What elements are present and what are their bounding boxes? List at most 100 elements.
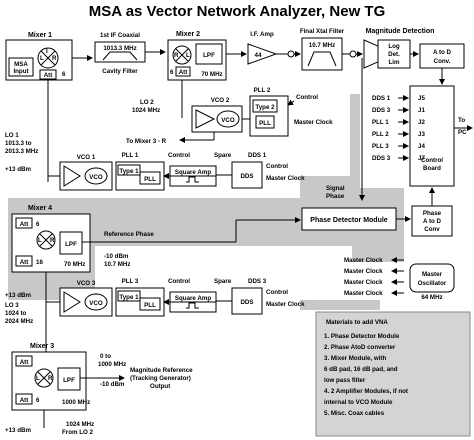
mixer4-port-l: L bbox=[38, 237, 42, 244]
if-amp-label: I.F. Amp bbox=[250, 31, 274, 38]
phase-atod-2: A to D bbox=[423, 218, 442, 225]
vco2-amp bbox=[195, 109, 216, 129]
mixer3-att-bottom bbox=[15, 393, 33, 405]
if-junction bbox=[287, 50, 295, 58]
mixer4-port-r: R bbox=[50, 237, 55, 244]
pdm-label: Phase Detector Module bbox=[310, 217, 388, 224]
msa-input-box bbox=[8, 57, 34, 77]
pll2-type bbox=[252, 99, 278, 113]
materials-item: internal to VCO Module bbox=[324, 399, 393, 406]
mixer4-lpf-label: LPF bbox=[65, 241, 77, 248]
mixer3-1000mhz: 1000 MHz bbox=[62, 399, 90, 406]
mix4-level-2: 10.7 MHz bbox=[104, 261, 130, 268]
pll3-pll bbox=[139, 297, 161, 311]
mixer1-att bbox=[39, 69, 57, 80]
lo3-label-2: 1024 to bbox=[5, 310, 27, 317]
vco3-amp bbox=[63, 291, 81, 313]
master-clock-output-label: Master Clock bbox=[344, 257, 383, 264]
mag-ref-1: Magnitude Reference bbox=[130, 367, 193, 374]
vna-shaded-region bbox=[8, 94, 404, 300]
shade-pad bbox=[300, 300, 380, 310]
materials-title: Materials to add VNA bbox=[326, 319, 388, 326]
cavity-filter-label: Cavity Filter bbox=[102, 68, 138, 75]
lo2-in-2: From LO 2 bbox=[62, 429, 93, 436]
lo1-label-3: 2013.3 MHz bbox=[5, 148, 38, 155]
board-source-label: PLL 2 bbox=[372, 131, 389, 138]
pll2-control: Control bbox=[296, 94, 318, 101]
materials-item: 5. Misc. Coax cables bbox=[324, 410, 385, 417]
materials-item: low pass filter bbox=[324, 377, 366, 384]
vco2-vco-label: VCO bbox=[221, 117, 235, 124]
mixer3-label: Mixer 3 bbox=[30, 343, 54, 350]
msa-input-label-2: Input bbox=[13, 68, 28, 75]
master-osc-freq: 64 MHz bbox=[421, 294, 442, 301]
pll1-type-label: Type 1 bbox=[119, 168, 139, 175]
vco1-label: VCO 1 bbox=[77, 154, 96, 161]
lo2-in-1: 1024 MHz bbox=[66, 421, 94, 428]
mixer4-pad16: 16 bbox=[36, 259, 43, 266]
mixer4-att-bottom bbox=[15, 255, 33, 267]
vco3-oscillator bbox=[84, 293, 108, 311]
dds3-master-clock: Master Clock bbox=[266, 301, 305, 308]
board-source-label: DDS 1 bbox=[372, 95, 391, 102]
log-det-1: Log bbox=[388, 43, 400, 50]
pll2-master-clock: Master Clock bbox=[294, 119, 333, 126]
dds1-master-clock: Master Clock bbox=[266, 175, 305, 182]
board-source-label: PLL 3 bbox=[372, 143, 389, 150]
pll1-spare: Spare bbox=[214, 152, 232, 159]
mix3-out-1: 0 to bbox=[100, 353, 111, 360]
vco1-amp bbox=[63, 165, 81, 187]
mixer2-70mhz: 70 MHz bbox=[201, 71, 222, 78]
mixer2-port-r: R bbox=[174, 52, 179, 59]
pll3-control: Control bbox=[168, 278, 190, 285]
mixer1-label: Mixer 1 bbox=[28, 32, 52, 39]
mixer2-pad: 6 bbox=[170, 69, 174, 76]
board-source-label: PLL 1 bbox=[372, 119, 389, 126]
mixer3-lpf-label: LPF bbox=[63, 377, 75, 384]
mixer3-dbm13: +13 dBm bbox=[5, 427, 31, 434]
pll1-pll-label: PLL bbox=[144, 176, 156, 183]
mix3-out-2: 1000 MHz bbox=[98, 361, 126, 368]
board-jack-label: J5 bbox=[418, 95, 425, 102]
master-clock-output-label: Master Clock bbox=[344, 290, 383, 297]
mixer1-port-l: L bbox=[40, 55, 44, 62]
atod-1: A to D bbox=[433, 49, 452, 56]
board-source-label: DDS 3 bbox=[372, 107, 391, 114]
mixer3-pad6: 6 bbox=[36, 397, 40, 404]
mixer4-label: Mixer 4 bbox=[28, 205, 52, 212]
dds3-box bbox=[231, 287, 263, 315]
mix4-level-1: -10 dBm bbox=[104, 253, 129, 260]
materials-item: 3. Mixer Module, with bbox=[324, 355, 386, 362]
pll1-label: PLL 1 bbox=[122, 152, 139, 159]
dds1-control: Control bbox=[266, 163, 288, 170]
mixer3-port-l: L bbox=[36, 375, 40, 382]
pll2-type-label: Type 2 bbox=[255, 104, 275, 111]
control-board-box bbox=[409, 85, 455, 187]
phase-atod-3: Conv bbox=[424, 226, 440, 233]
first-if-label: 1st IF Coaxial bbox=[100, 32, 140, 39]
materials-panel bbox=[315, 311, 471, 437]
mixer1-port-i: I bbox=[46, 48, 48, 55]
mag-ref-3: Output bbox=[150, 383, 170, 390]
lo2-label-2: 1024 MHz bbox=[132, 107, 160, 114]
mixer3-port-r: R bbox=[48, 375, 53, 382]
signal-phase-1: Signal bbox=[326, 185, 345, 192]
dds1-label: DDS 1 bbox=[248, 152, 267, 159]
mixer4-pad6: 6 bbox=[36, 221, 40, 228]
mixer2-port-l: L bbox=[186, 52, 190, 59]
dds3-label: DDS 3 bbox=[248, 278, 267, 285]
lo2-label-1: LO 2 bbox=[140, 99, 154, 106]
signal-phase-shade bbox=[300, 176, 352, 200]
mixer1-port-r: R bbox=[52, 55, 57, 62]
pll1-control: Control bbox=[168, 152, 190, 159]
mixer3-att-bottom-label: Att bbox=[20, 397, 29, 404]
pll3-pll-label: PLL bbox=[144, 302, 156, 309]
mixer2-att bbox=[175, 66, 191, 77]
lo3-label-1: LO 3 bbox=[5, 302, 19, 309]
master-osc-1: Master bbox=[422, 271, 443, 278]
xtal-junction bbox=[349, 50, 357, 58]
board-jack-label: J2 bbox=[418, 119, 425, 126]
board-jack-label: J1 bbox=[418, 107, 425, 114]
